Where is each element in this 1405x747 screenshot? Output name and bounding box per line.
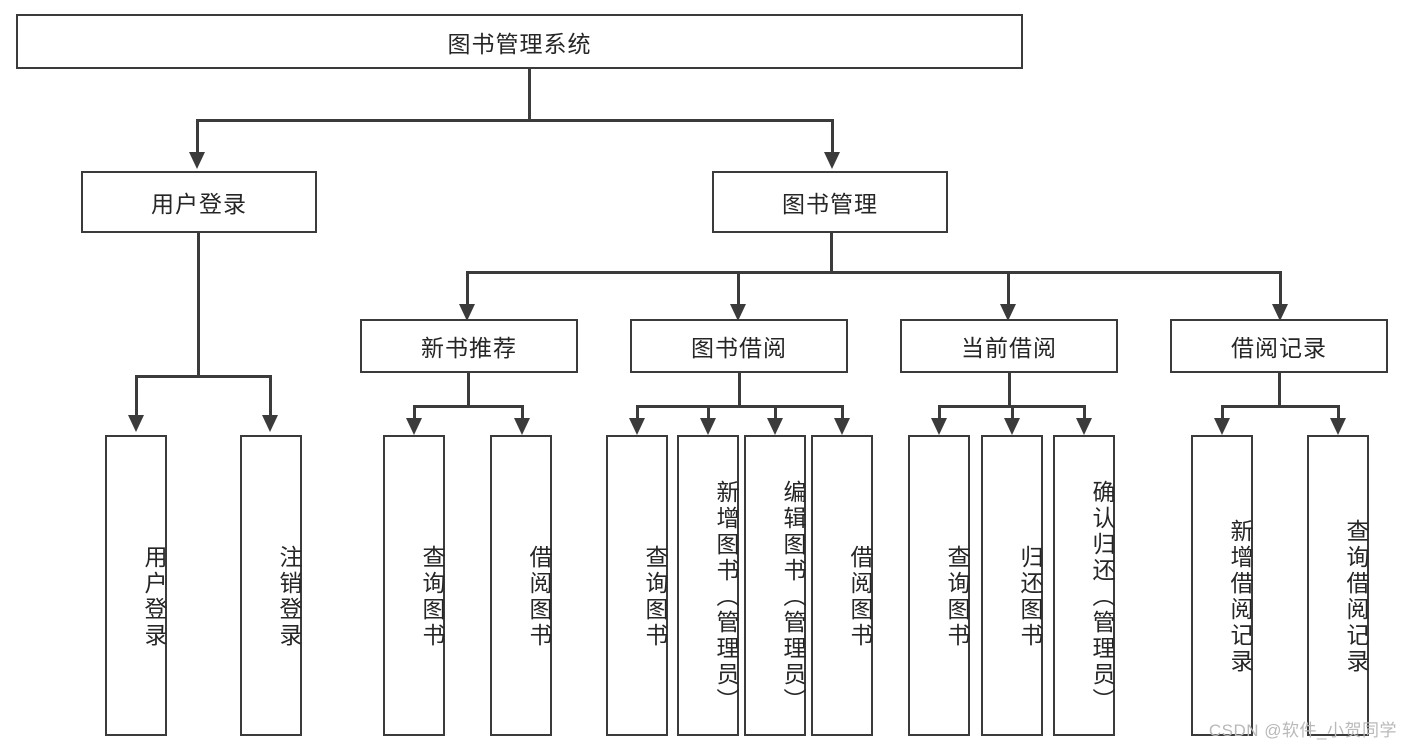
- node-label: 图书借阅: [691, 335, 787, 361]
- edge-root-to-book-management: [831, 119, 834, 154]
- arrow-bb-to-leaf-2: [700, 418, 716, 435]
- node-label: 借阅图书: [526, 544, 552, 649]
- edge-cb-to-leaf-3: [1083, 405, 1086, 425]
- edge-borrow-record-bus: [1221, 405, 1339, 408]
- arrow-user-login-to-leaf-1: [128, 415, 144, 432]
- edge-book-management-bus: [466, 271, 1282, 274]
- arrow-br-to-leaf-2: [1330, 418, 1346, 435]
- leaf-book-borrow-edit-book-admin[interactable]: 编辑图书（管理员）: [744, 435, 806, 736]
- node-book-borrow[interactable]: 图书借阅: [630, 319, 848, 373]
- arrow-bm-to-current-borrow: [1000, 304, 1016, 321]
- edge-root-stem: [528, 69, 531, 121]
- leaf-user-login-logout[interactable]: 注销登录: [240, 435, 302, 736]
- leaf-user-login-login[interactable]: 用户登录: [105, 435, 167, 736]
- leaf-current-borrow-confirm-return-admin[interactable]: 确认归还（管理员）: [1053, 435, 1115, 736]
- arrow-root-to-book-management: [824, 152, 840, 169]
- leaf-book-borrow-add-book-admin[interactable]: 新增图书（管理员）: [677, 435, 739, 736]
- node-label: 新书推荐: [421, 335, 517, 361]
- edge-book-management-stem: [830, 233, 833, 273]
- edge-bm-to-borrow-record: [1279, 271, 1282, 306]
- node-label: 用户登录: [141, 544, 167, 649]
- edge-current-borrow-stem: [1008, 373, 1011, 408]
- edge-new-book-bus: [413, 405, 523, 408]
- node-label: 查询借阅记录: [1343, 518, 1369, 675]
- node-current-borrow[interactable]: 当前借阅: [900, 319, 1118, 373]
- edge-br-to-leaf-2: [1337, 405, 1340, 425]
- arrow-br-to-leaf-1: [1214, 418, 1230, 435]
- node-label: 查询图书: [944, 544, 970, 649]
- leaf-new-book-borrow-book[interactable]: 借阅图书: [490, 435, 552, 736]
- leaf-book-borrow-borrow-book[interactable]: 借阅图书: [811, 435, 873, 736]
- leaf-new-book-query-book[interactable]: 查询图书: [383, 435, 445, 736]
- node-label: 借阅图书: [847, 544, 873, 649]
- edge-bb-to-leaf-4: [841, 405, 844, 425]
- arrow-bm-to-borrow-record: [1272, 304, 1288, 321]
- edge-root-bus: [196, 119, 834, 122]
- arrow-bb-to-leaf-4: [834, 418, 850, 435]
- edge-book-borrow-bus: [636, 405, 844, 408]
- node-label: 图书管理系统: [447, 30, 592, 57]
- edge-bb-to-leaf-1: [636, 405, 639, 425]
- node-book-management[interactable]: 图书管理: [712, 171, 948, 233]
- edge-new-book-to-leaf-1: [413, 405, 416, 425]
- edge-root-to-user-login: [196, 119, 199, 154]
- node-label: 图书管理: [782, 191, 878, 217]
- edge-cb-to-leaf-1: [938, 405, 941, 425]
- arrow-cb-to-leaf-2: [1004, 418, 1020, 435]
- edge-cb-to-leaf-2: [1011, 405, 1014, 425]
- node-label: 注销登录: [276, 544, 302, 649]
- arrow-user-login-to-leaf-2: [262, 415, 278, 432]
- edge-bm-to-book-borrow: [737, 271, 740, 306]
- arrow-root-to-user-login: [189, 152, 205, 169]
- arrow-bb-to-leaf-1: [629, 418, 645, 435]
- node-label: 借阅记录: [1231, 335, 1327, 361]
- edge-br-to-leaf-1: [1221, 405, 1224, 425]
- edge-new-book-stem: [467, 373, 470, 408]
- edge-bb-to-leaf-3: [774, 405, 777, 425]
- arrow-bb-to-leaf-3: [767, 418, 783, 435]
- node-label: 新增图书（管理员）: [713, 479, 739, 714]
- node-label: 用户登录: [151, 191, 247, 217]
- node-root-book-management-system[interactable]: 图书管理系统: [16, 14, 1023, 69]
- node-label: 确认归还（管理员）: [1089, 479, 1115, 714]
- edge-bm-to-new-book: [466, 271, 469, 306]
- edge-bm-to-current-borrow: [1007, 271, 1010, 306]
- node-label: 归还图书: [1017, 544, 1043, 649]
- arrow-bm-to-new-book: [459, 304, 475, 321]
- edge-user-login-stem: [197, 233, 200, 378]
- leaf-current-borrow-return-book[interactable]: 归还图书: [981, 435, 1043, 736]
- edge-borrow-record-stem: [1278, 373, 1281, 408]
- arrow-new-book-to-leaf-1: [406, 418, 422, 435]
- edge-book-borrow-stem: [738, 373, 741, 408]
- edge-user-login-to-leaf-2: [269, 375, 272, 417]
- edge-user-login-bus: [135, 375, 269, 378]
- edge-bb-to-leaf-2: [707, 405, 710, 425]
- edge-user-login-to-leaf-1: [135, 375, 138, 417]
- node-label: 当前借阅: [961, 335, 1057, 361]
- arrow-bm-to-book-borrow: [730, 304, 746, 321]
- node-label: 编辑图书（管理员）: [780, 479, 806, 714]
- arrow-new-book-to-leaf-2: [514, 418, 530, 435]
- node-new-book-recommend[interactable]: 新书推荐: [360, 319, 578, 373]
- leaf-borrow-record-add-record[interactable]: 新增借阅记录: [1191, 435, 1253, 736]
- node-user-login[interactable]: 用户登录: [81, 171, 317, 233]
- leaf-book-borrow-query-book[interactable]: 查询图书: [606, 435, 668, 736]
- arrow-cb-to-leaf-1: [931, 418, 947, 435]
- leaf-current-borrow-query-book[interactable]: 查询图书: [908, 435, 970, 736]
- edge-new-book-to-leaf-2: [521, 405, 524, 425]
- node-label: 新增借阅记录: [1227, 518, 1253, 675]
- node-borrow-record[interactable]: 借阅记录: [1170, 319, 1388, 373]
- node-label: 查询图书: [642, 544, 668, 649]
- leaf-borrow-record-query-record[interactable]: 查询借阅记录: [1307, 435, 1369, 736]
- watermark-text: CSDN @软件_小贺同学: [1208, 721, 1397, 740]
- arrow-cb-to-leaf-3: [1076, 418, 1092, 435]
- node-label: 查询图书: [419, 544, 445, 649]
